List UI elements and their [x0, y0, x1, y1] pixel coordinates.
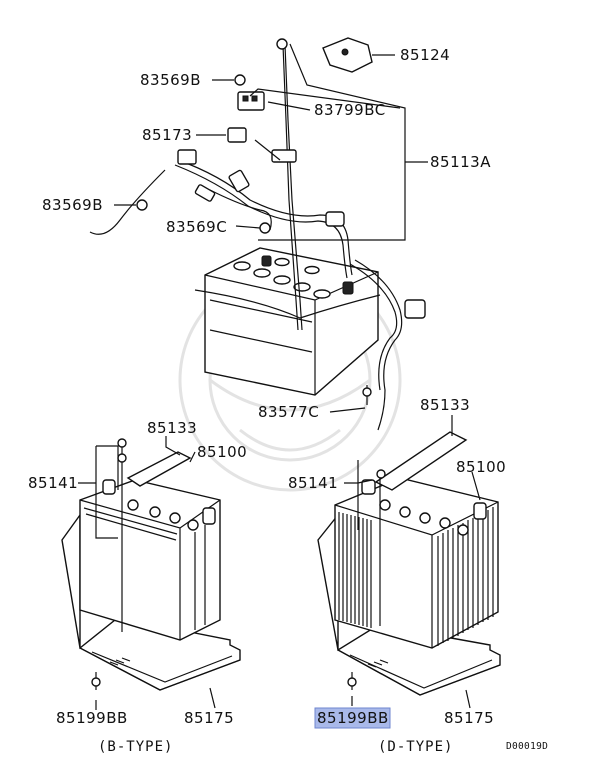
highlight-box	[314, 707, 391, 729]
label-83799BC[interactable]: 83799BC	[314, 101, 386, 119]
label-d-85100[interactable]: 85100	[456, 458, 506, 476]
label-d-85133[interactable]: 85133	[420, 396, 470, 414]
label-b-85141[interactable]: 85141	[28, 474, 78, 492]
diagram-code: D00019D	[506, 741, 548, 752]
label-b-85133[interactable]: 85133	[147, 419, 197, 437]
caption-d-type: (D-TYPE)	[378, 739, 453, 755]
d-type-assembly	[317, 431, 501, 696]
label-85173[interactable]: 85173	[142, 126, 192, 144]
top-assembly	[89, 37, 426, 431]
top-leader-lines	[114, 43, 428, 413]
label-83577C[interactable]: 83577C	[258, 403, 319, 421]
d-type-ribs	[338, 507, 494, 646]
label-83569B-left[interactable]: 83569B	[42, 196, 103, 214]
part-labels: 85124 83569B 83799BC 85173 85113A 83569B…	[28, 46, 506, 727]
label-d-85141[interactable]: 85141	[288, 474, 338, 492]
caption-b-type: (B-TYPE)	[98, 739, 173, 755]
b-type-leader-lines	[78, 436, 216, 710]
captions: (B-TYPE) (D-TYPE) D00019D	[98, 739, 548, 755]
d-type-leader-lines	[344, 415, 481, 709]
label-d-85175[interactable]: 85175	[444, 709, 494, 727]
label-83569C[interactable]: 83569C	[166, 218, 227, 236]
label-83569B-top[interactable]: 83569B	[140, 71, 201, 89]
b-type-assembly	[61, 438, 241, 691]
label-b-85175[interactable]: 85175	[184, 709, 234, 727]
battery-caps	[233, 257, 331, 299]
label-b-85100[interactable]: 85100	[197, 443, 247, 461]
label-d-85199BB[interactable]: 85199BB	[317, 709, 389, 727]
label-85124[interactable]: 85124	[400, 46, 450, 64]
label-b-85199BB[interactable]: 85199BB	[56, 709, 128, 727]
label-85113A[interactable]: 85113A	[430, 153, 491, 171]
